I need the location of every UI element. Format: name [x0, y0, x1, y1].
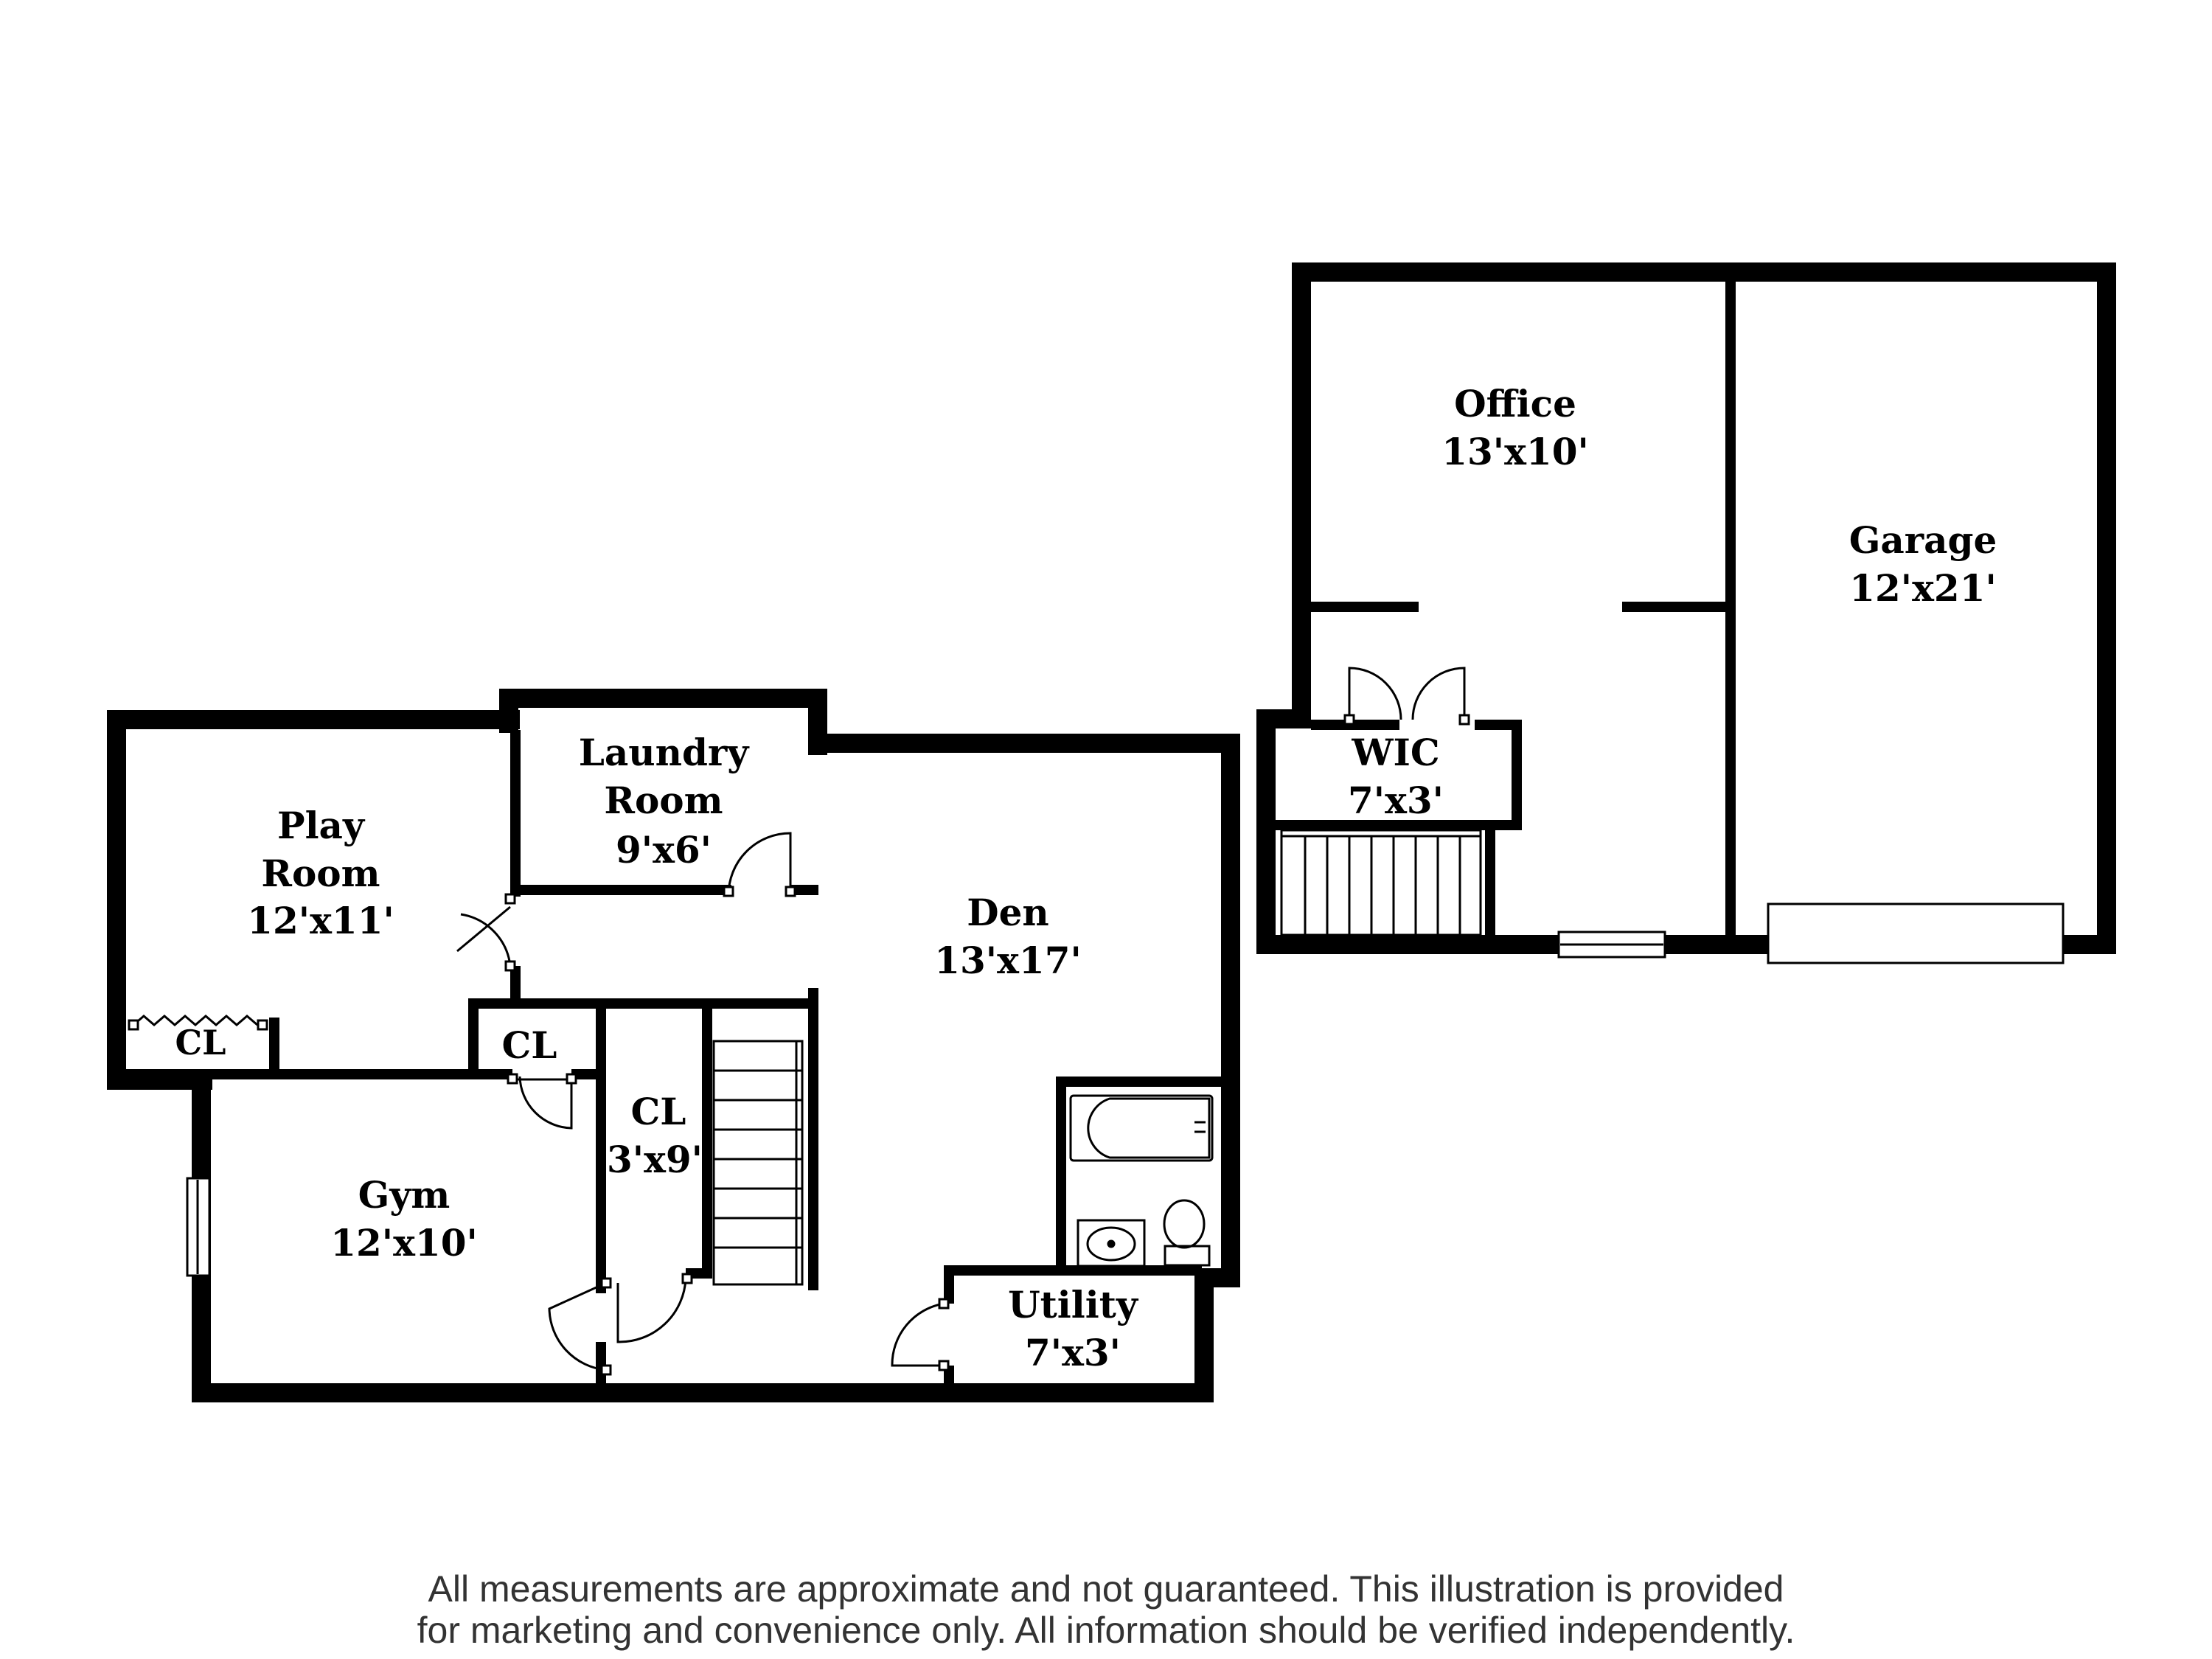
gym-closet-size: 3'x9' [607, 1138, 703, 1181]
upper-level-walls [1256, 262, 2116, 954]
disclaimer-line1: All measurements are approximate and not… [428, 1568, 1784, 1610]
wic-name: WIC [1351, 731, 1439, 774]
room-labels: Play Room 12'x11' Laundry Room 9'x6' Den… [175, 382, 1997, 1374]
lower-level-interior-walls [126, 730, 1221, 1388]
lower-level-walls [107, 689, 1240, 1402]
garage-size: 12'x21' [1849, 566, 1997, 610]
upper-level-fixtures [1280, 667, 2065, 964]
play-room-size: 12'x11' [247, 899, 394, 942]
disclaimer: All measurements are approximate and not… [417, 1568, 1795, 1651]
den-size: 13'x17' [934, 939, 1082, 982]
den-name: Den [967, 891, 1049, 934]
play-closet-name: CL [175, 1023, 226, 1062]
gym-name: Gym [358, 1173, 451, 1217]
laundry-room-name-line1: Laundry [579, 731, 751, 774]
office-name: Office [1454, 382, 1576, 425]
lower-level-fixtures [128, 832, 1214, 1376]
office-size: 13'x10' [1441, 430, 1589, 473]
utility-size: 7'x3' [1025, 1331, 1121, 1374]
gym-closet-name: CL [631, 1090, 686, 1133]
play-room-name-line2: Room [261, 852, 380, 895]
play-room-name-line1: Play [277, 804, 366, 847]
garage-name: Garage [1849, 518, 1997, 562]
laundry-room-size: 9'x6' [616, 828, 712, 872]
wic-stair-rail [1280, 820, 1522, 838]
laundry-room-name-line2: Room [604, 779, 723, 822]
hall-closet-name: CL [502, 1023, 557, 1067]
disclaimer-line2: for marketing and convenience only. All … [417, 1610, 1795, 1651]
wic-size: 7'x3' [1348, 779, 1444, 822]
gym-size: 12'x10' [330, 1221, 478, 1265]
utility-name: Utility [1008, 1283, 1139, 1326]
